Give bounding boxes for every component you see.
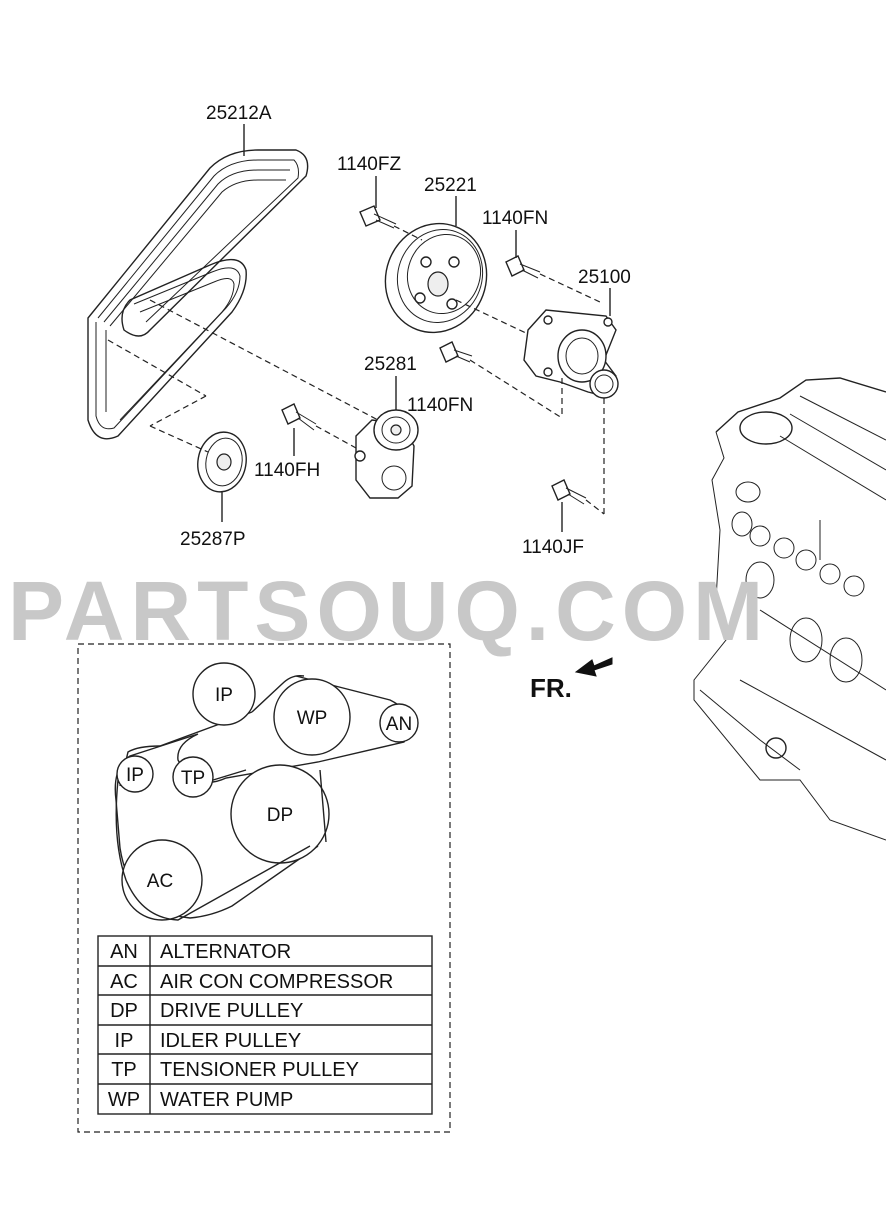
label-25287p[interactable]: 25287P (180, 529, 246, 550)
label-1140fn-mid[interactable]: 1140FN (407, 395, 473, 416)
svg-text:AN: AN (386, 714, 412, 735)
tensioner-assembly[interactable] (354, 409, 419, 499)
svg-text:TENSIONER PULLEY: TENSIONER PULLEY (160, 1059, 359, 1081)
svg-text:IP: IP (215, 685, 233, 706)
bolt-1140fz[interactable] (359, 205, 397, 229)
svg-text:WP: WP (297, 708, 328, 729)
svg-text:IDLER PULLEY: IDLER PULLEY (160, 1030, 301, 1052)
legend-row: AN ALTERNATOR (110, 941, 291, 963)
legend-table: AN ALTERNATOR AC AIR CON COMPRESSOR DP D… (97, 935, 433, 1115)
label-25221[interactable]: 25221 (424, 175, 477, 196)
legend-row: IP IDLER PULLEY (115, 1030, 302, 1052)
svg-text:DRIVE PULLEY: DRIVE PULLEY (160, 1000, 303, 1022)
svg-text:WP: WP (108, 1089, 140, 1111)
svg-text:AC: AC (147, 871, 173, 892)
svg-text:DP: DP (110, 1000, 138, 1022)
legend-row: WP WATER PUMP (108, 1089, 293, 1111)
water-pump-body[interactable] (523, 309, 619, 399)
drive-belt[interactable] (87, 149, 309, 440)
svg-text:DP: DP (267, 805, 293, 826)
front-arrow-icon (574, 657, 613, 677)
svg-text:IP: IP (126, 765, 144, 786)
pulley-ip-top: IP (192, 662, 256, 726)
front-label: FR. (530, 673, 572, 703)
pulley-an: AN (379, 703, 419, 743)
label-1140jf[interactable]: 1140JF (522, 537, 584, 558)
label-25100[interactable]: 25100 (578, 267, 631, 288)
leader-lines (107, 124, 611, 532)
water-pump-pulley[interactable] (370, 209, 502, 347)
bolt-1140fn-right[interactable] (505, 255, 541, 279)
bolt-1140fh[interactable] (281, 403, 317, 431)
bolt-1140jf[interactable] (551, 479, 587, 505)
pulley-ip-left: IP (116, 755, 154, 793)
label-1140fh[interactable]: 1140FH (254, 460, 320, 481)
svg-text:AC: AC (110, 971, 138, 993)
engine-block (693, 377, 886, 841)
label-25212a[interactable]: 25212A (206, 103, 272, 124)
legend-row: DP DRIVE PULLEY (110, 1000, 303, 1022)
pulley-ac: AC (121, 839, 203, 921)
svg-text:TP: TP (181, 768, 205, 789)
belt-routing-inset: IP WP AN IP TP DP AC (77, 643, 451, 1133)
watermark-text: PARTSOUQ.COM (8, 564, 769, 658)
idler-pulley[interactable] (193, 428, 251, 495)
label-1140fz[interactable]: 1140FZ (337, 154, 401, 175)
pulley-tp: TP (172, 756, 214, 798)
svg-text:AN: AN (110, 941, 138, 963)
part-labels: 25212A 1140FZ 25221 1140FN 25100 25281 1… (180, 103, 631, 558)
svg-text:AIR CON COMPRESSOR: AIR CON COMPRESSOR (160, 971, 393, 993)
svg-text:IP: IP (115, 1030, 134, 1052)
pulley-dp: DP (230, 764, 330, 864)
pulley-wp: WP (273, 678, 351, 756)
label-25281[interactable]: 25281 (364, 354, 417, 375)
legend-row: TP TENSIONER PULLEY (111, 1059, 359, 1081)
legend-row: AC AIR CON COMPRESSOR (110, 971, 393, 993)
svg-text:TP: TP (111, 1059, 137, 1081)
svg-text:ALTERNATOR: ALTERNATOR (160, 941, 291, 963)
svg-text:WATER PUMP: WATER PUMP (160, 1089, 293, 1111)
label-1140fn-right[interactable]: 1140FN (482, 208, 548, 229)
bolt-1140fn-mid[interactable] (439, 341, 473, 363)
front-indicator: FR. (530, 657, 613, 703)
inset-frame (77, 643, 451, 1133)
